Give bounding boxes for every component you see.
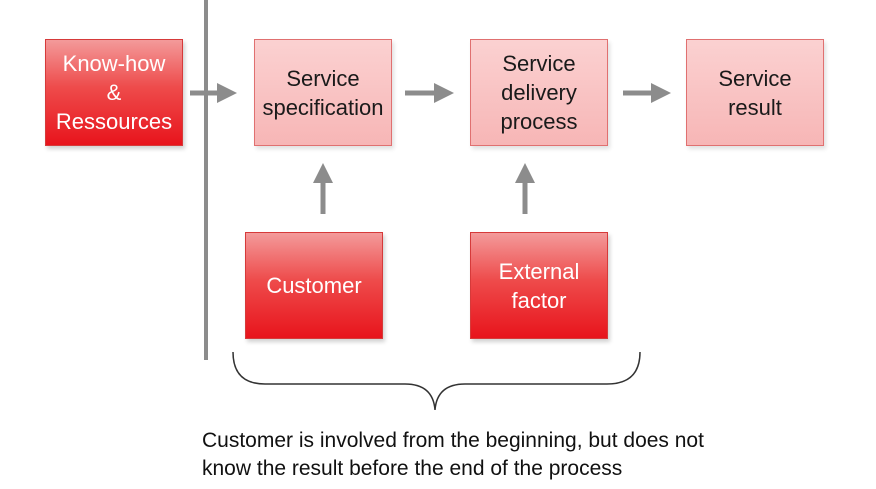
know-how-resources-box: Know-how & Ressources [45,39,183,146]
caption-line-2: know the result before the end of the pr… [202,457,623,480]
caption-line-1: Customer is involved from the beginning,… [202,429,704,452]
external-factor-box: External factor [470,232,608,339]
caption: Customer is involved from the beginning,… [202,427,852,483]
customer-box: Customer [245,232,383,339]
service-specification-box: Service specification [254,39,392,146]
service-delivery-process-box: Service delivery process [470,39,608,146]
curly-brace [232,351,641,411]
service-result-box: Service result [686,39,824,146]
